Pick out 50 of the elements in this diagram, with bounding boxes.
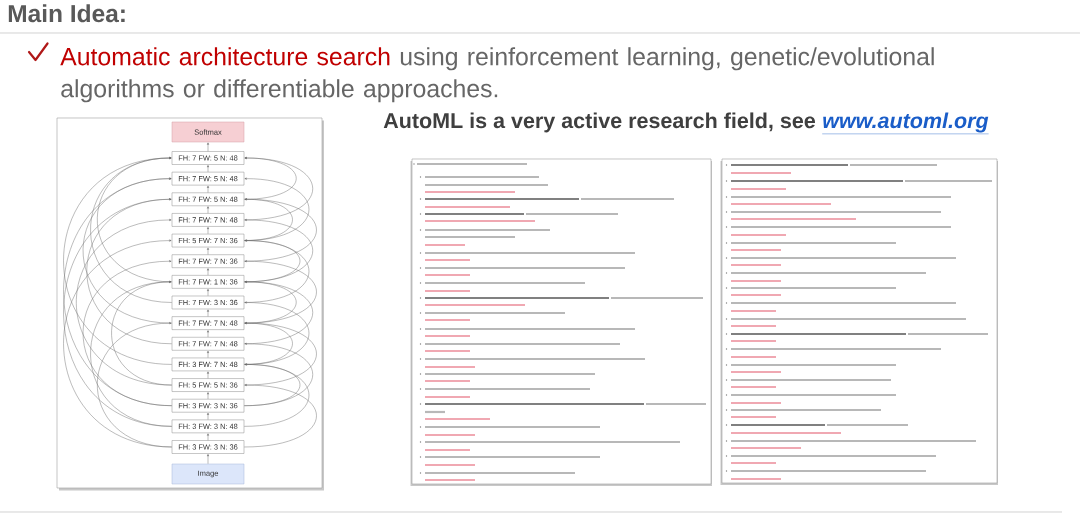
skip-arrow	[111, 280, 172, 386]
skip-arrow	[97, 322, 172, 448]
arrow	[207, 454, 209, 464]
arrow	[207, 309, 209, 317]
skip-arrow	[76, 218, 172, 386]
arrow	[207, 350, 209, 358]
skip-arrow	[244, 198, 293, 241]
skip-arrow	[244, 322, 293, 365]
arrow	[207, 185, 209, 193]
skip-arrow	[63, 177, 172, 406]
skip-arrow	[244, 301, 310, 365]
arrow	[207, 227, 209, 235]
skip-arrow	[244, 322, 317, 386]
skip-arrow	[63, 239, 172, 448]
arrow	[207, 268, 209, 276]
arrow	[207, 392, 209, 400]
arrow	[207, 330, 209, 338]
skip-arrow	[86, 198, 172, 344]
skip-arrow	[244, 177, 310, 241]
title: Main Idea:	[8, 4, 125, 23]
skip-arrow	[63, 198, 172, 427]
skip-arrow	[63, 157, 172, 365]
skip-arrow	[97, 157, 172, 283]
web-link: www.automl.org	[822, 112, 989, 135]
skip-arrow	[244, 157, 297, 200]
skip-arrow	[244, 363, 310, 427]
skip-arrow	[244, 363, 301, 406]
skip-arrow	[244, 239, 310, 303]
skip-arrow	[244, 280, 297, 324]
skip-arrow	[244, 384, 317, 448]
arrow	[207, 371, 209, 379]
skip-arrow	[244, 260, 317, 324]
arrow	[207, 433, 209, 441]
bullet-text: Automatic architecture search using reinforcement learning, genetic/evolutional algorithms or differentiable approaches.	[60, 47, 934, 103]
skip-arrow	[244, 342, 313, 406]
arrow	[207, 412, 209, 420]
skip-arrow	[82, 260, 172, 406]
note-text: AutoML is a very active research field, see	[383, 112, 815, 133]
skip-arrow	[244, 198, 317, 262]
skip-arrow	[244, 239, 301, 283]
arrow	[207, 288, 209, 296]
arrow	[207, 206, 209, 214]
arrow	[207, 165, 209, 173]
skip-arrow	[90, 157, 172, 303]
skip-arrow	[82, 177, 172, 324]
arrow	[207, 247, 209, 255]
skip-arrow	[244, 157, 313, 221]
skip-arrow	[244, 280, 313, 344]
arrow	[207, 142, 209, 152]
skip-arrow	[244, 218, 313, 283]
